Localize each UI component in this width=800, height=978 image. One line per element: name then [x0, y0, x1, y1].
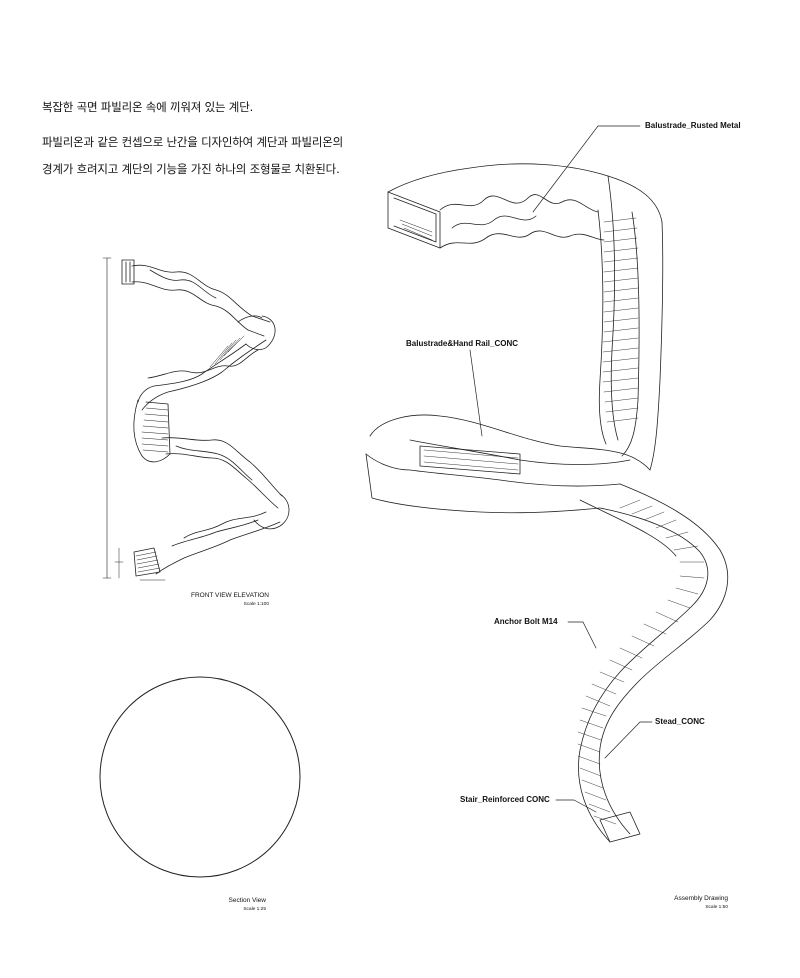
assembly-caption: Assembly Drawing Scale 1:50 — [650, 895, 728, 910]
section-view-title: Section View — [228, 897, 266, 904]
assembly-title: Assembly Drawing — [674, 895, 728, 902]
callout-balustrade-conc: Balustrade&Hand Rail_CONC — [406, 339, 519, 348]
callout-stair: Stair_Reinforced CONC — [460, 795, 550, 804]
section-view-circle — [99, 676, 301, 878]
front-view-scale: Scale 1:100 — [243, 602, 269, 607]
assembly-scale: Scale 1:50 — [705, 905, 728, 910]
intro-line-1: 복잡한 곡면 파빌리온 속에 끼워져 있는 계단. — [42, 100, 254, 114]
intro-text: 복잡한 곡면 파빌리온 속에 끼워져 있는 계단. 파빌리온과 같은 컨셉으로 … — [42, 100, 402, 197]
callout-balustrade-metal: Balustrade_Rusted Metal — [645, 121, 741, 130]
intro-line-2: 파빌리온과 같은 컨셉으로 난간을 디자인하여 계단과 파빌리온의 — [42, 135, 343, 149]
callout-stead: Stead_CONC — [655, 717, 705, 726]
front-view-caption: FRONT VIEW ELEVATION Scale 1:100 — [180, 592, 269, 607]
section-view-scale: Scale 1:25 — [243, 907, 266, 912]
assembly-drawing — [365, 125, 729, 843]
front-view-title: FRONT VIEW ELEVATION — [190, 592, 269, 599]
front-view-elevation — [102, 257, 290, 581]
intro-line-3: 경계가 흐려지고 계단의 기능을 가진 하나의 조형물로 치환된다. — [42, 162, 340, 176]
section-view-caption: Section View Scale 1:25 — [200, 897, 266, 912]
callout-anchor-bolt: Anchor Bolt M14 — [494, 617, 558, 626]
